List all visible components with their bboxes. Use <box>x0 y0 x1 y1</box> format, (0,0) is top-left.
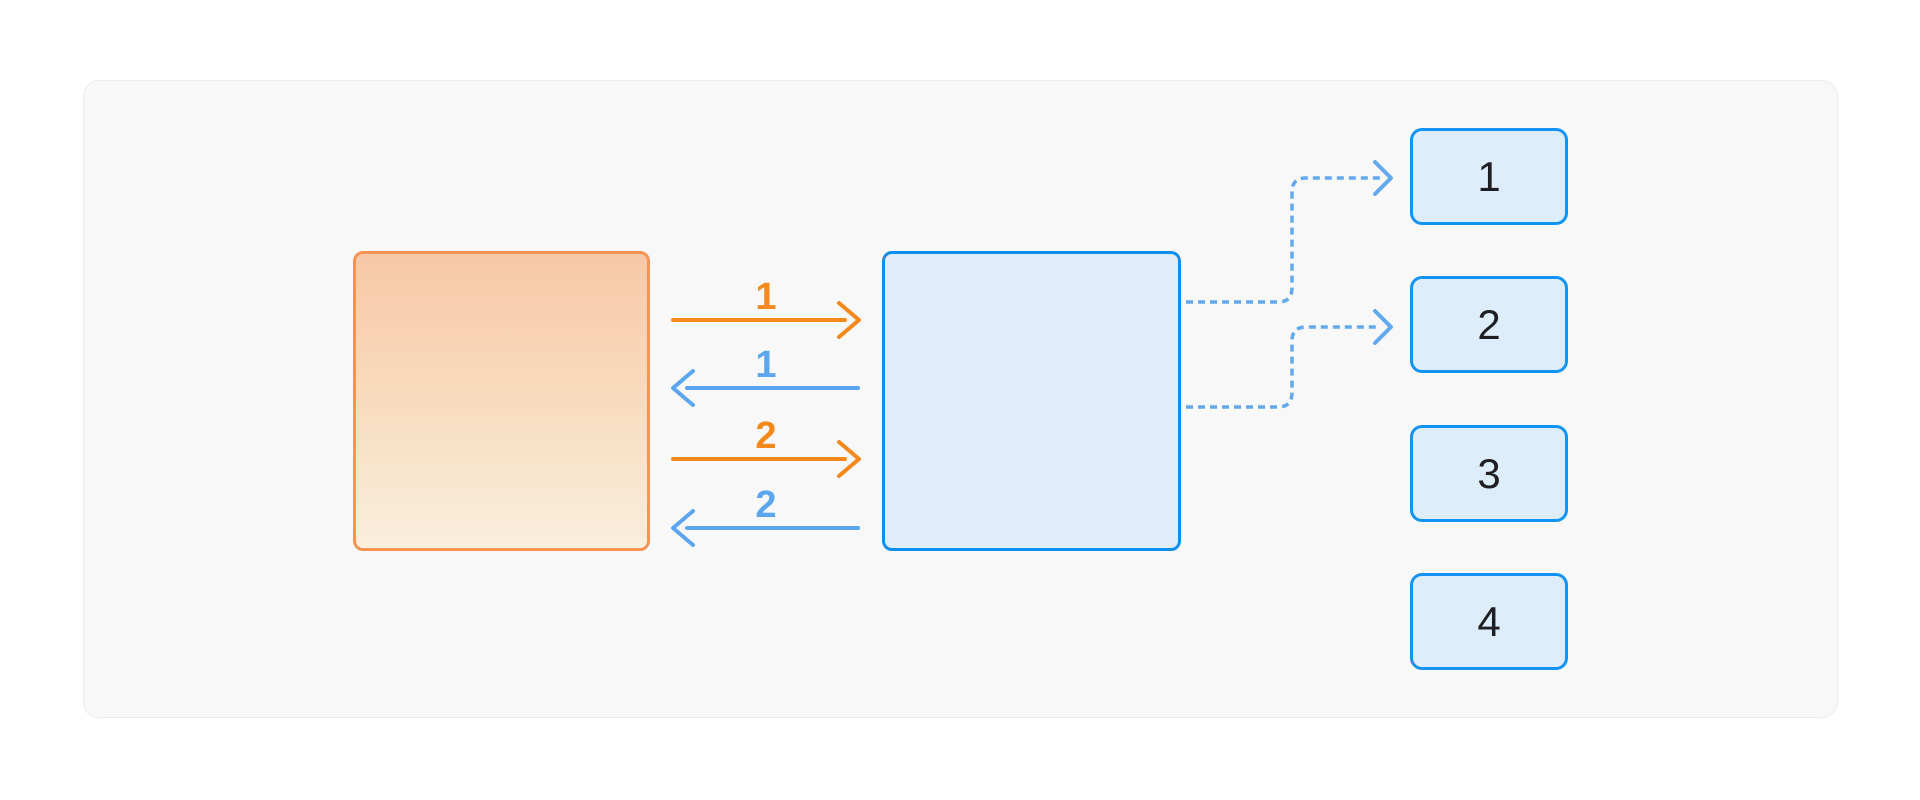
request-arrow-2-label: 2 <box>755 415 777 457</box>
target-box-2-label: 2 <box>1477 300 1501 348</box>
dispatcher-box <box>882 251 1181 551</box>
source-box <box>353 251 650 551</box>
target-box-3: 3 <box>1410 425 1568 522</box>
target-box-4: 4 <box>1410 573 1568 670</box>
target-box-1-label: 1 <box>1477 152 1501 200</box>
request-arrow-1-label: 1 <box>755 276 777 318</box>
target-box-2: 2 <box>1410 276 1568 373</box>
target-box-1: 1 <box>1410 128 1568 225</box>
target-box-3-label: 3 <box>1477 449 1501 497</box>
response-arrow-1-label: 1 <box>755 344 777 386</box>
response-arrow-2-label: 2 <box>755 484 777 526</box>
target-box-4-label: 4 <box>1477 597 1501 645</box>
